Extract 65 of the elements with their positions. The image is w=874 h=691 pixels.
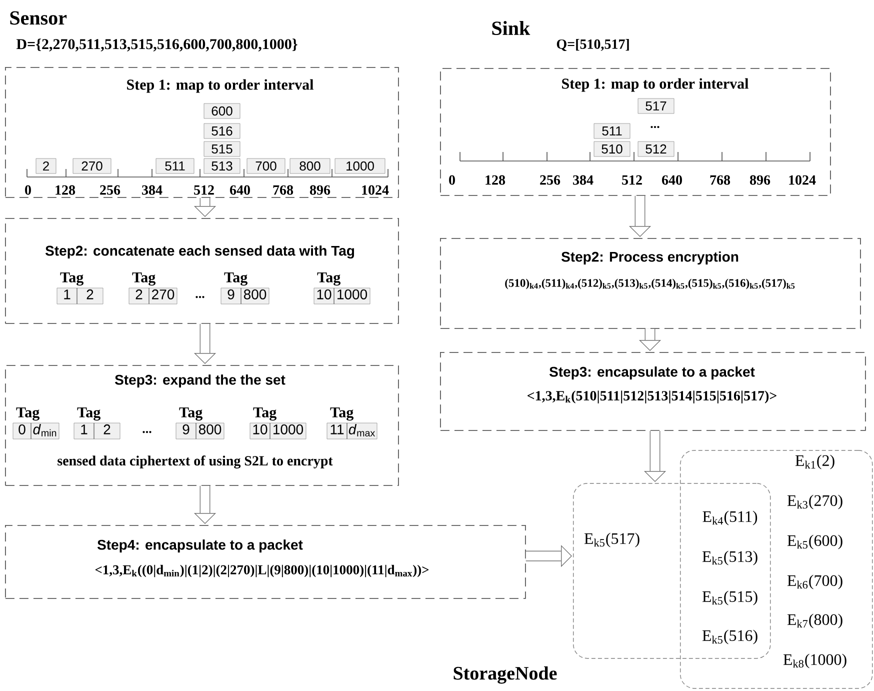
step-box: Step2: Process encryption (510)$_{k4}$,(511)$_{k4}$,(512)$_{k5}$,(513)$_{k5}$,(514)$_{k5}$,(515)$_{k5}$,(516)$_{k5}$,(517)$_{k5}$	[440, 238, 861, 329]
tick-label: 1024	[789, 175, 816, 185]
tick-label: 768	[710, 175, 730, 185]
step-box: Step3: encapsulate to a packet <1,3,E$_{k}$(510|511|512|513|514|515|516|517)>	[440, 352, 866, 431]
tagged-pair-box: 10 1000	[314, 288, 370, 304]
ellipsis: ...	[142, 430, 152, 434]
step-box: Step4: encapsulate to a packet <1,3,E$_{k}$((0|d$_{min}$)|(1|2)|(2|270)|L|(9|800)|(10|1000)|(11|d$_{max}$))>	[5, 525, 526, 599]
number-box: 515	[204, 141, 240, 157]
tag-label: Tag	[77, 407, 100, 421]
tagged-pair-box: 11 d$_{max}$	[326, 422, 378, 440]
tick-label: 256	[540, 175, 560, 185]
tag-label: Tag	[317, 272, 340, 286]
ciphertext-label: E$_{k4}$(511)	[702, 510, 758, 526]
number-box: 700	[246, 158, 286, 174]
ciphertext-label: E$_{k5}$(515)	[702, 590, 758, 606]
ellipsis: ...	[196, 296, 204, 298]
number-box: 600	[204, 103, 240, 119]
tick-label: 0	[25, 185, 31, 195]
number-box: 510	[594, 141, 630, 157]
tick-label: 768	[273, 185, 294, 195]
tick-label: 640	[662, 175, 682, 185]
tagged-pair-box: 10 1000	[250, 422, 306, 440]
tagged-pair-box: 1 2	[56, 288, 104, 304]
number-box: 516	[204, 123, 240, 139]
tick-label: 896	[750, 175, 770, 185]
number-box: 517	[638, 98, 674, 114]
tagged-pair-box: 0 d$_{min}$	[12, 422, 60, 440]
tick-label: 896	[310, 185, 330, 195]
tick-label: 384	[142, 185, 162, 195]
ciphertext-label: E$_{k5}$(516)	[702, 630, 758, 644]
number-box: 511	[594, 123, 630, 139]
tick-label: 640	[230, 185, 250, 195]
number-box: 2	[36, 158, 56, 174]
ciphertext-label: E$_{k5}$(513)	[702, 550, 758, 566]
title-label: Sink	[492, 20, 530, 36]
tagged-pair-box: 2 270	[128, 288, 178, 304]
tick-label: 384	[573, 175, 594, 185]
ellipsis: ...	[650, 126, 660, 128]
tick-label: 128	[56, 185, 76, 195]
tag-label: Tag	[253, 407, 276, 421]
number-box: 513	[204, 158, 240, 174]
tag-label: Tag	[16, 407, 40, 421]
tick-label: 0	[449, 175, 455, 185]
number-box: 1000	[334, 158, 386, 174]
tag-label: Tag	[224, 272, 248, 286]
number-box: 270	[72, 158, 112, 174]
set-label: Q=[510,517]	[556, 39, 629, 51]
tagged-pair-box: 9 800	[176, 422, 224, 440]
tick-label: 512	[622, 175, 642, 185]
tagged-pair-box: 1 2	[74, 422, 120, 440]
tag-label: Tag	[132, 272, 156, 286]
set-label: D={2,270,511,513,515,516,600,700,800,1000}	[16, 38, 298, 52]
tick-label: 256	[100, 185, 120, 195]
number-box: 511	[156, 158, 194, 174]
tag-label: Tag	[60, 272, 84, 286]
number-box: 800	[290, 158, 330, 174]
number-box: 512	[638, 141, 674, 157]
tick-label: 512	[194, 185, 214, 195]
tag-label: Tag	[179, 407, 202, 421]
tag-label: Tag	[330, 407, 354, 421]
tick-label: 128	[486, 175, 506, 185]
title-label: Sensor	[10, 11, 67, 25]
tick-label: 1024	[362, 185, 389, 195]
tagged-pair-box: 9 800	[220, 288, 270, 304]
title-label: StorageNode	[454, 666, 557, 684]
